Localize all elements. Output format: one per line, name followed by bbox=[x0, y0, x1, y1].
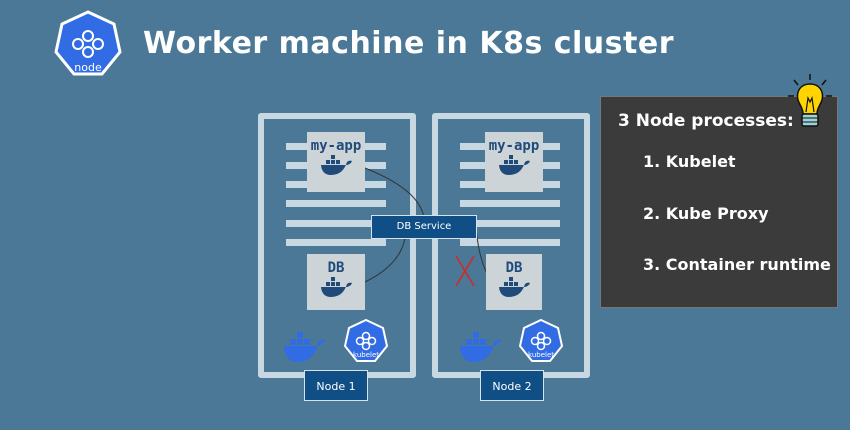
stripe bbox=[286, 220, 386, 227]
panel-heading: 3 Node processes: bbox=[618, 111, 794, 131]
stripe bbox=[286, 239, 386, 246]
node-2-label: Node 2 bbox=[480, 370, 544, 401]
pod-label: my-app bbox=[488, 138, 540, 154]
pod-label: my-app bbox=[310, 138, 362, 154]
process-item: 2. Kube Proxy bbox=[643, 204, 769, 223]
node-1-label: Node 1 bbox=[304, 370, 368, 401]
pod-label: DB bbox=[327, 260, 345, 276]
node-processes-panel: 3 Node processes: 1. Kubelet 2. Kube Pro… bbox=[600, 96, 838, 308]
process-item: 3. Container runtime bbox=[643, 255, 831, 274]
kubernetes-node-icon: node bbox=[54, 10, 122, 76]
page-title: Worker machine in K8s cluster bbox=[143, 26, 675, 61]
pod-my-app-node-2: my-app bbox=[485, 132, 543, 192]
pod-db-node-2: DB bbox=[486, 254, 542, 310]
kubelet-icon: kubelet bbox=[518, 318, 564, 362]
kubelet-label: kubelet bbox=[353, 351, 379, 359]
process-item: 1. Kubelet bbox=[643, 152, 736, 171]
docker-whale-icon bbox=[321, 277, 352, 297]
docker-runtime-icon bbox=[284, 332, 325, 362]
stripe bbox=[460, 220, 560, 227]
kubelet-icon: kubelet bbox=[343, 318, 389, 362]
logo-label: node bbox=[74, 61, 102, 74]
pod-label: DB bbox=[505, 260, 523, 276]
db-service-label: DB Service bbox=[371, 215, 477, 239]
kubelet-label: kubelet bbox=[528, 351, 554, 359]
stripe bbox=[460, 200, 560, 207]
docker-runtime-icon bbox=[460, 332, 501, 362]
pod-db-node-1: DB bbox=[307, 254, 365, 310]
docker-whale-icon bbox=[321, 155, 352, 175]
pod-my-app-node-1: my-app bbox=[307, 132, 365, 192]
docker-whale-icon bbox=[499, 155, 530, 175]
docker-whale-icon bbox=[499, 277, 530, 297]
stripe bbox=[286, 200, 386, 207]
lightbulb-icon bbox=[788, 74, 832, 127]
stripe bbox=[460, 239, 560, 246]
